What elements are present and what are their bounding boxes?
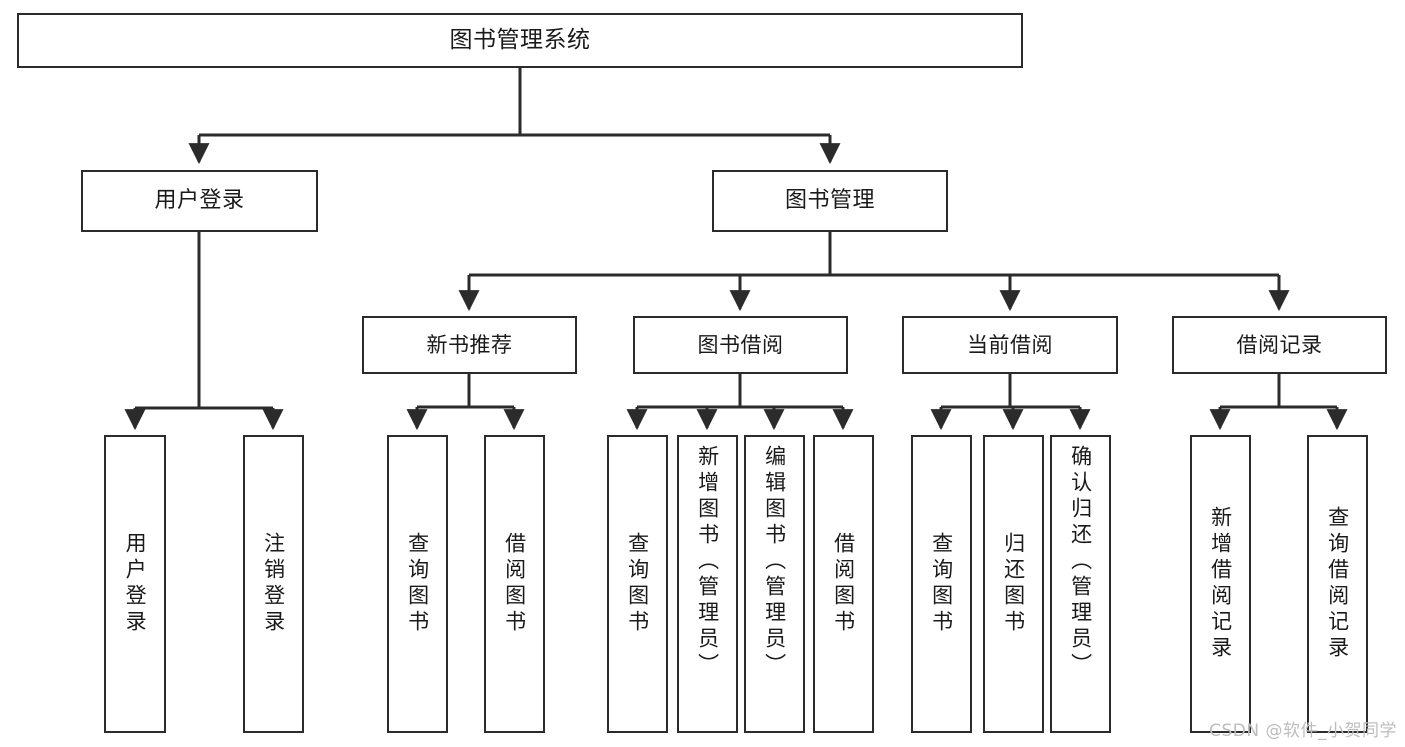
node-leaf-br-query[interactable]: 查询借阅记录 <box>1307 435 1368 733</box>
node-root-label: 图书管理系统 <box>449 26 591 53</box>
node-leaf-user-login[interactable]: 用户登录 <box>104 435 166 733</box>
node-user-login[interactable]: 用户登录 <box>81 170 318 232</box>
node-leaf-cb-return[interactable]: 归还图书 <box>983 435 1044 733</box>
node-leaf-bb-edit[interactable]: 编辑图书（管理员） <box>744 435 805 733</box>
node-borrow-record[interactable]: 借阅记录 <box>1172 316 1387 374</box>
node-leaf-rec-query[interactable]: 查询图书 <box>387 435 448 733</box>
node-leaf-rec-borrow[interactable]: 借阅图书 <box>484 435 545 733</box>
node-leaf-cb-confirm-label: 确认归还（管理员） <box>1068 445 1093 679</box>
node-leaf-cb-query-label: 查询图书 <box>929 532 954 636</box>
node-leaf-user-logout[interactable]: 注销登录 <box>243 435 304 733</box>
watermark: CSDN @软件_小贺同学 <box>1209 721 1397 741</box>
node-book-manage[interactable]: 图书管理 <box>712 170 948 232</box>
node-book-borrow[interactable]: 图书借阅 <box>633 316 848 374</box>
node-leaf-br-add[interactable]: 新增借阅记录 <box>1190 435 1251 733</box>
node-new-book-rec[interactable]: 新书推荐 <box>362 316 577 374</box>
node-leaf-bb-borrow-label: 借阅图书 <box>831 532 856 636</box>
node-current-borrow-label: 当前借阅 <box>967 332 1053 357</box>
node-leaf-bb-add-label: 新增图书（管理员） <box>695 445 720 679</box>
node-book-borrow-label: 图书借阅 <box>697 332 784 357</box>
node-leaf-rec-borrow-label: 借阅图书 <box>502 532 527 636</box>
node-borrow-record-label: 借阅记录 <box>1236 332 1323 357</box>
node-book-manage-label: 图书管理 <box>784 188 875 214</box>
node-leaf-rec-query-label: 查询图书 <box>405 532 430 636</box>
node-new-book-rec-label: 新书推荐 <box>426 332 513 357</box>
node-leaf-cb-return-label: 归还图书 <box>1001 532 1026 636</box>
node-leaf-bb-add[interactable]: 新增图书（管理员） <box>677 435 738 733</box>
node-leaf-bb-query-label: 查询图书 <box>625 532 650 636</box>
node-root[interactable]: 图书管理系统 <box>17 13 1023 68</box>
node-leaf-cb-confirm[interactable]: 确认归还（管理员） <box>1050 435 1111 733</box>
node-leaf-bb-query[interactable]: 查询图书 <box>607 435 668 733</box>
node-leaf-br-query-label: 查询借阅记录 <box>1325 506 1350 662</box>
node-leaf-cb-query[interactable]: 查询图书 <box>911 435 972 733</box>
node-leaf-user-login-label: 用户登录 <box>123 532 148 636</box>
node-user-login-label: 用户登录 <box>154 188 245 214</box>
node-leaf-br-add-label: 新增借阅记录 <box>1208 506 1233 662</box>
node-current-borrow[interactable]: 当前借阅 <box>902 316 1118 374</box>
node-leaf-bb-borrow[interactable]: 借阅图书 <box>813 435 874 733</box>
node-leaf-bb-edit-label: 编辑图书（管理员） <box>762 445 787 679</box>
node-leaf-user-logout-label: 注销登录 <box>261 532 286 636</box>
